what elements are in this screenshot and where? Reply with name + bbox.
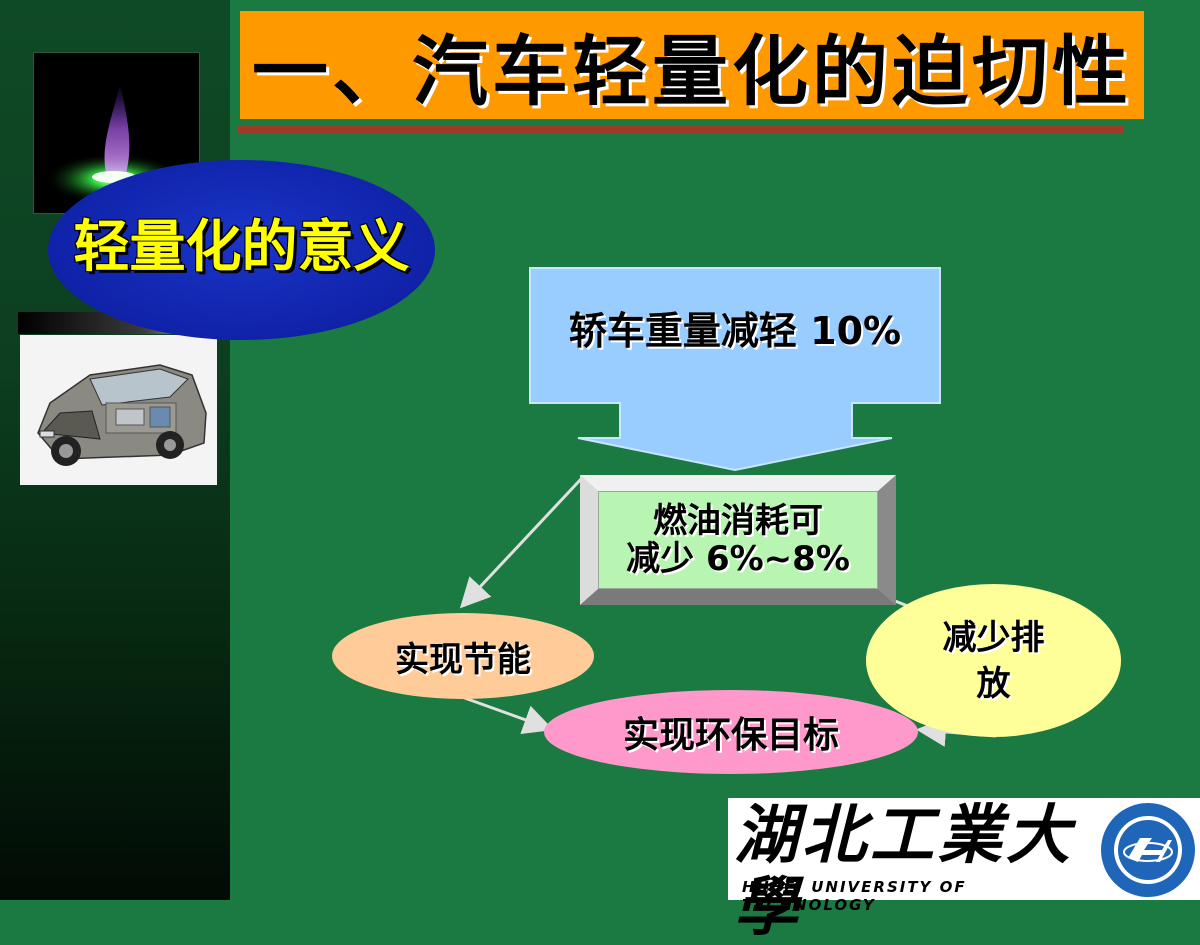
slide-title: 一、汽车轻量化的迫切性	[252, 27, 1132, 116]
emission-line-2: 放	[976, 663, 1011, 704]
environment-goal-label: 实现环保目标	[622, 715, 839, 756]
university-logo: 湖北工業大學 HUBEI UNIVERSITY OF TECHNOLOGY	[728, 798, 1200, 945]
fuel-line-1: 燃油消耗可	[653, 501, 823, 541]
arrow-to-energy	[459, 476, 584, 609]
bevel-frame	[580, 475, 896, 605]
emission-reduction-oval: 减少排 放	[866, 584, 1121, 737]
car-photo	[20, 335, 217, 485]
title-bar: 一、汽车轻量化的迫切性	[240, 11, 1144, 119]
flame-image	[33, 52, 200, 214]
arrow-energy-to-environment	[461, 695, 554, 734]
emission-line-1: 减少排	[942, 617, 1045, 658]
car-cutaway-icon	[37, 364, 207, 466]
energy-saving-oval: 实现节能	[332, 613, 594, 699]
environment-goal-oval: 实现环保目标	[544, 690, 918, 774]
fuel-consumption-box: 燃油消耗可 减少 6%~8%	[580, 475, 896, 605]
energy-saving-label: 实现节能	[395, 639, 531, 680]
flow-diagram	[459, 267, 1040, 747]
weight-reduction-arrow-box	[529, 267, 941, 472]
university-name-english: HUBEI UNIVERSITY OF TECHNOLOGY	[742, 878, 967, 914]
meaning-oval: 轻量化的意义	[48, 160, 435, 340]
university-name-chinese: 湖北工業大學	[734, 798, 1074, 945]
meaning-label: 轻量化的意义	[73, 214, 410, 280]
fuel-consumption-label: 燃油消耗可 减少 6%~8%	[598, 491, 878, 589]
title-underline	[238, 126, 1124, 133]
weight-reduction-label: 轿车重量减轻 10%	[568, 308, 902, 353]
university-seal-icon	[1101, 803, 1195, 897]
fuel-line-2: 减少 6%~8%	[626, 539, 850, 579]
